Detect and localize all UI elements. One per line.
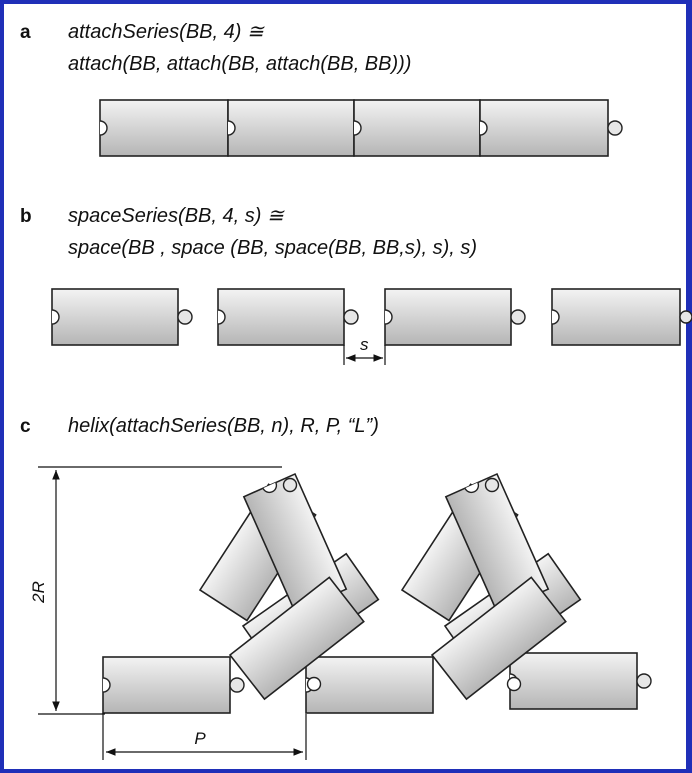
panel-c-letter: c [20,416,31,437]
block-connectors [99,120,623,136]
building-block [353,99,481,157]
panel-b-expression-line1: spaceSeries(BB, 4, s) ≅ [68,205,285,227]
attach-series-blocks [99,99,623,157]
space-series-blocks [51,288,692,346]
building-block [227,99,355,157]
radius-label: 2R [29,581,48,604]
building-block [305,656,434,714]
building-block [430,576,567,701]
panel-a-expression-line2: attach(BB, attach(BB, attach(BB, BB))) [68,53,411,75]
spacing-dimension [343,345,386,365]
building-block [551,288,681,346]
panel-b-expression-line2: space(BB , space (BB, space(BB, BB,s), s… [68,237,477,259]
panel-a-letter: a [20,22,31,43]
block-connectors [177,309,692,325]
building-block [384,288,512,346]
pitch-label: P [194,729,206,748]
panel-c-expression: helix(attachSeries(BB, n), R, P, “L”) [68,415,379,437]
building-block [51,288,179,346]
building-block [99,99,229,157]
helix-blocks [102,472,652,714]
building-block [479,99,609,157]
pitch-dimension [102,714,307,760]
building-block [509,652,652,710]
building-block [217,288,345,346]
panel-a-expression-line1: attachSeries(BB, 4) ≅ [68,21,265,43]
building-block [228,576,365,701]
panel-b-letter: b [20,206,32,227]
spacing-label: s [360,335,369,354]
building-block [102,656,245,714]
radius-dimension [38,466,282,715]
